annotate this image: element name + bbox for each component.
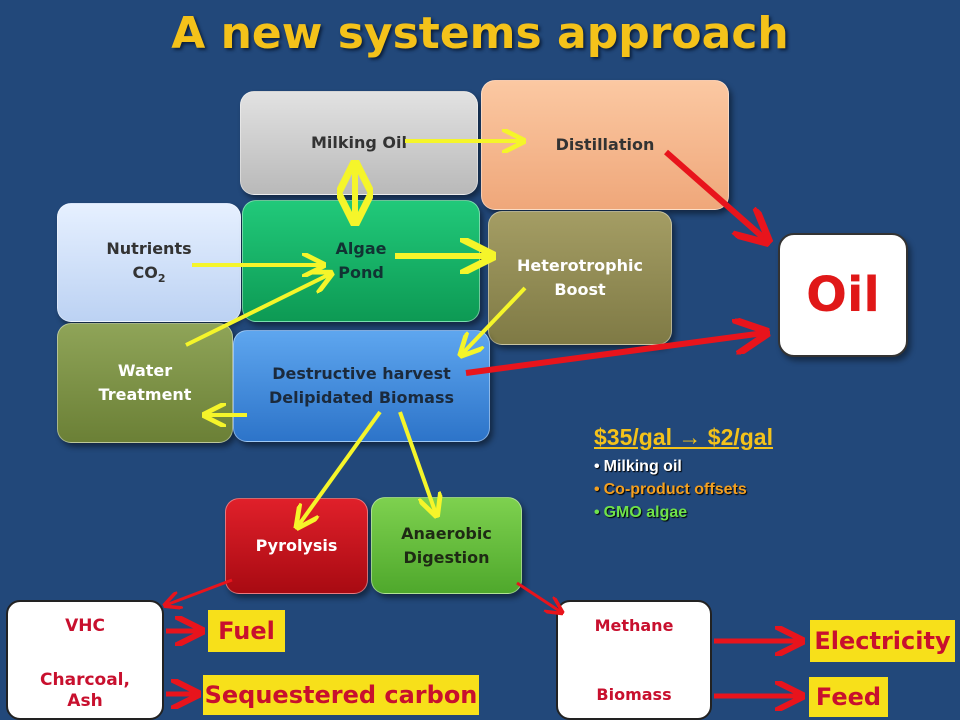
destructive-harvest-label: Destructive harvest bbox=[272, 364, 451, 383]
boost-label: Boost bbox=[554, 280, 606, 299]
distillation-box: Distillation bbox=[481, 80, 729, 210]
cost-heading: $35/gal → $2/gal bbox=[594, 424, 773, 450]
oil-box: Oil bbox=[778, 233, 908, 357]
methane-biomass-box: Methane Biomass bbox=[556, 600, 712, 720]
nutrients-label: Nutrients bbox=[106, 239, 192, 259]
bullet-milking-oil: •Milking oil bbox=[594, 458, 682, 475]
heterotrophic-label: Heterotrophic bbox=[517, 256, 643, 275]
fuel-label: Fuel bbox=[208, 610, 285, 652]
nutrients-co2-box: Nutrients CO2 bbox=[57, 203, 241, 322]
arrow-heterotrophic-to-destructive bbox=[462, 286, 527, 354]
co2-label: CO2 bbox=[132, 263, 166, 286]
arrow-anaerobic-to-methane bbox=[516, 581, 561, 612]
pond-label: Pond bbox=[338, 263, 384, 282]
electricity-label: Electricity bbox=[810, 620, 955, 662]
cost-bullet-list: •Milking oil •Co-product offsets •GMO al… bbox=[594, 455, 854, 524]
bullet-co-product-offsets: •Co-product offsets bbox=[594, 481, 747, 498]
vhc-box: VHC Charcoal, Ash bbox=[6, 600, 164, 720]
delipidated-biomass-label: Delipidated Biomass bbox=[269, 388, 454, 407]
ash-label: Ash bbox=[67, 690, 103, 711]
arrow-pyrolysis-to-vhc bbox=[166, 578, 233, 605]
biomass-label: Biomass bbox=[596, 685, 672, 704]
anaerobic-label: Anaerobic bbox=[401, 523, 492, 543]
bullet-gmo-algae: •GMO algae bbox=[594, 504, 688, 521]
heterotrophic-boost-box: Heterotrophic Boost bbox=[488, 211, 672, 345]
water-label: Water bbox=[117, 361, 173, 380]
milking-oil-label: Milking Oil bbox=[311, 133, 407, 152]
pyrolysis-label: Pyrolysis bbox=[255, 536, 338, 555]
anaerobic-digestion-box: Anaerobic Digestion bbox=[371, 497, 522, 594]
distillation-label: Distillation bbox=[555, 135, 655, 154]
methane-label: Methane bbox=[594, 616, 674, 635]
slide-title: A new systems approach bbox=[171, 8, 789, 59]
treatment-label: Treatment bbox=[98, 385, 192, 404]
sequestered-carbon-label: Sequestered carbon bbox=[203, 675, 479, 715]
algae-label: Algae bbox=[335, 239, 387, 258]
arrow-water-to-algae bbox=[185, 274, 330, 347]
digestion-label: Digestion bbox=[403, 547, 490, 567]
arrow-destructive-to-anaerobic bbox=[398, 411, 436, 514]
destructive-harvest-box: Destructive harvest Delipidated Biomass bbox=[233, 330, 490, 442]
arrow-distillation-to-oil bbox=[664, 149, 766, 240]
cost-info-panel: $35/gal → $2/gal •Milking oil •Co-produc… bbox=[594, 424, 854, 524]
charcoal-label: Charcoal, bbox=[40, 669, 130, 690]
feed-label: Feed bbox=[809, 677, 888, 717]
vhc-label: VHC bbox=[65, 616, 105, 636]
arrow-destructive-to-oil bbox=[465, 333, 764, 376]
arrow-destructive-to-pyrolysis bbox=[298, 410, 382, 526]
